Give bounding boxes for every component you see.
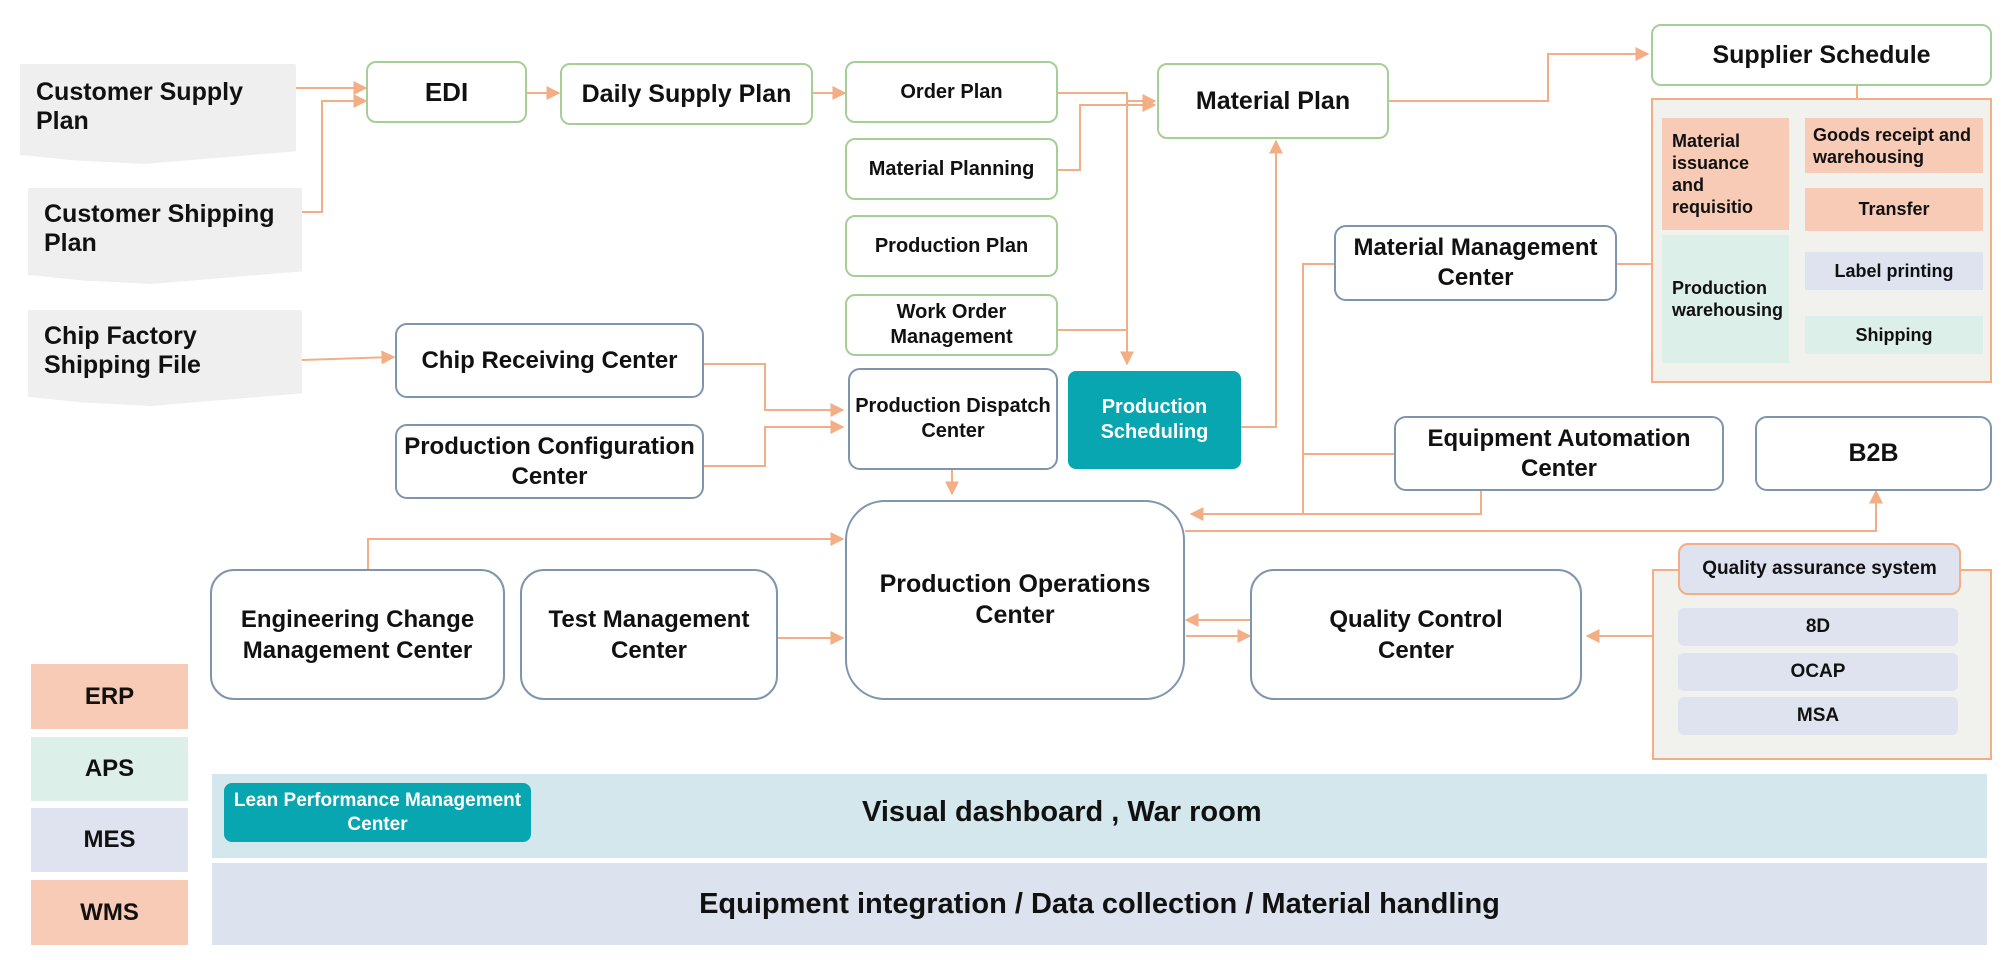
equipment-automation-center-box: Equipment Automation Center — [1394, 416, 1724, 491]
test-management-center-box: Test Management Center — [520, 569, 778, 700]
arrow-material-planning-to-plan — [1058, 98, 1157, 171]
arrow-operations-to-b2b — [1185, 489, 1883, 532]
daily-supply-plan-box: Daily Supply Plan — [560, 63, 813, 125]
goods-receipt-item: Goods receipt and warehousing — [1805, 118, 1983, 173]
engineering-change-management-center-box: Engineering Change Management Center — [210, 569, 505, 700]
shipping-item: Shipping — [1805, 316, 1983, 354]
edi-box: EDI — [366, 61, 527, 123]
supplier-schedule-box: Supplier Schedule — [1651, 24, 1992, 86]
visual-dashboard-label: Visual dashboard , War room — [862, 796, 1262, 828]
production-scheduling-box: Production Scheduling — [1068, 371, 1241, 469]
production-warehousing-item: Production warehousing — [1662, 235, 1789, 363]
qa-item-ocap: OCAP — [1678, 653, 1958, 691]
quality-control-center-box: Quality Control Center — [1250, 569, 1582, 700]
transfer-item: Transfer — [1805, 188, 1983, 231]
production-operations-center-box: Production Operations Center — [845, 500, 1185, 700]
arrow-shipping-to-edi — [302, 94, 368, 213]
legend-wms: WMS — [31, 880, 188, 945]
material-issuance-item: Material issuance and requisitio — [1662, 118, 1789, 230]
arrow-scheduling-to-material-plan — [1240, 139, 1283, 428]
equipment-integration-bar: Equipment integration / Data collection … — [212, 863, 1987, 945]
customer-supply-plan-doc: Customer Supply Plan — [20, 64, 296, 150]
arrow-receiving-to-dispatch — [703, 363, 845, 417]
chip-receiving-center-box: Chip Receiving Center — [395, 323, 704, 398]
production-dispatch-center-box: Production Dispatch Center — [848, 368, 1058, 470]
work-order-management-box: Work Order Management — [845, 294, 1058, 356]
qa-item-8d: 8D — [1678, 608, 1958, 646]
qa-item-msa: MSA — [1678, 697, 1958, 735]
legend-erp: ERP — [31, 664, 188, 729]
customer-shipping-plan-doc: Customer Shipping Plan — [28, 188, 302, 270]
qa-title-box: Quality assurance system — [1678, 543, 1961, 595]
arrow-config-to-dispatch — [703, 420, 845, 467]
line-mmc-left-trunk — [1302, 263, 1335, 514]
arrow-chipfile-to-receiving — [301, 350, 396, 365]
arrow-order-to-material-plan — [1058, 92, 1157, 108]
material-management-center-box: Material Management Center — [1334, 225, 1617, 301]
production-plan-box: Production Plan — [845, 215, 1058, 277]
lean-performance-management-center-box: Lean Performance Management Center — [224, 783, 531, 842]
legend-aps: APS — [31, 737, 188, 801]
arrow-equipment-to-operations — [1189, 491, 1482, 521]
production-configuration-center-box: Production Configuration Center — [395, 424, 704, 499]
arrow-engineering-to-operations — [367, 532, 845, 569]
material-plan-box: Material Plan — [1157, 63, 1389, 139]
b2b-box: B2B — [1755, 416, 1992, 491]
arrow-order-to-scheduling — [1058, 92, 1134, 366]
legend-mes: MES — [31, 808, 188, 872]
material-planning-box: Material Planning — [845, 138, 1058, 200]
order-plan-box: Order Plan — [845, 61, 1058, 123]
label-printing-item: Label printing — [1805, 252, 1983, 290]
arrow-material-plan-to-supplier — [1388, 47, 1650, 102]
chip-factory-shipping-file-doc: Chip Factory Shipping File — [28, 310, 302, 392]
